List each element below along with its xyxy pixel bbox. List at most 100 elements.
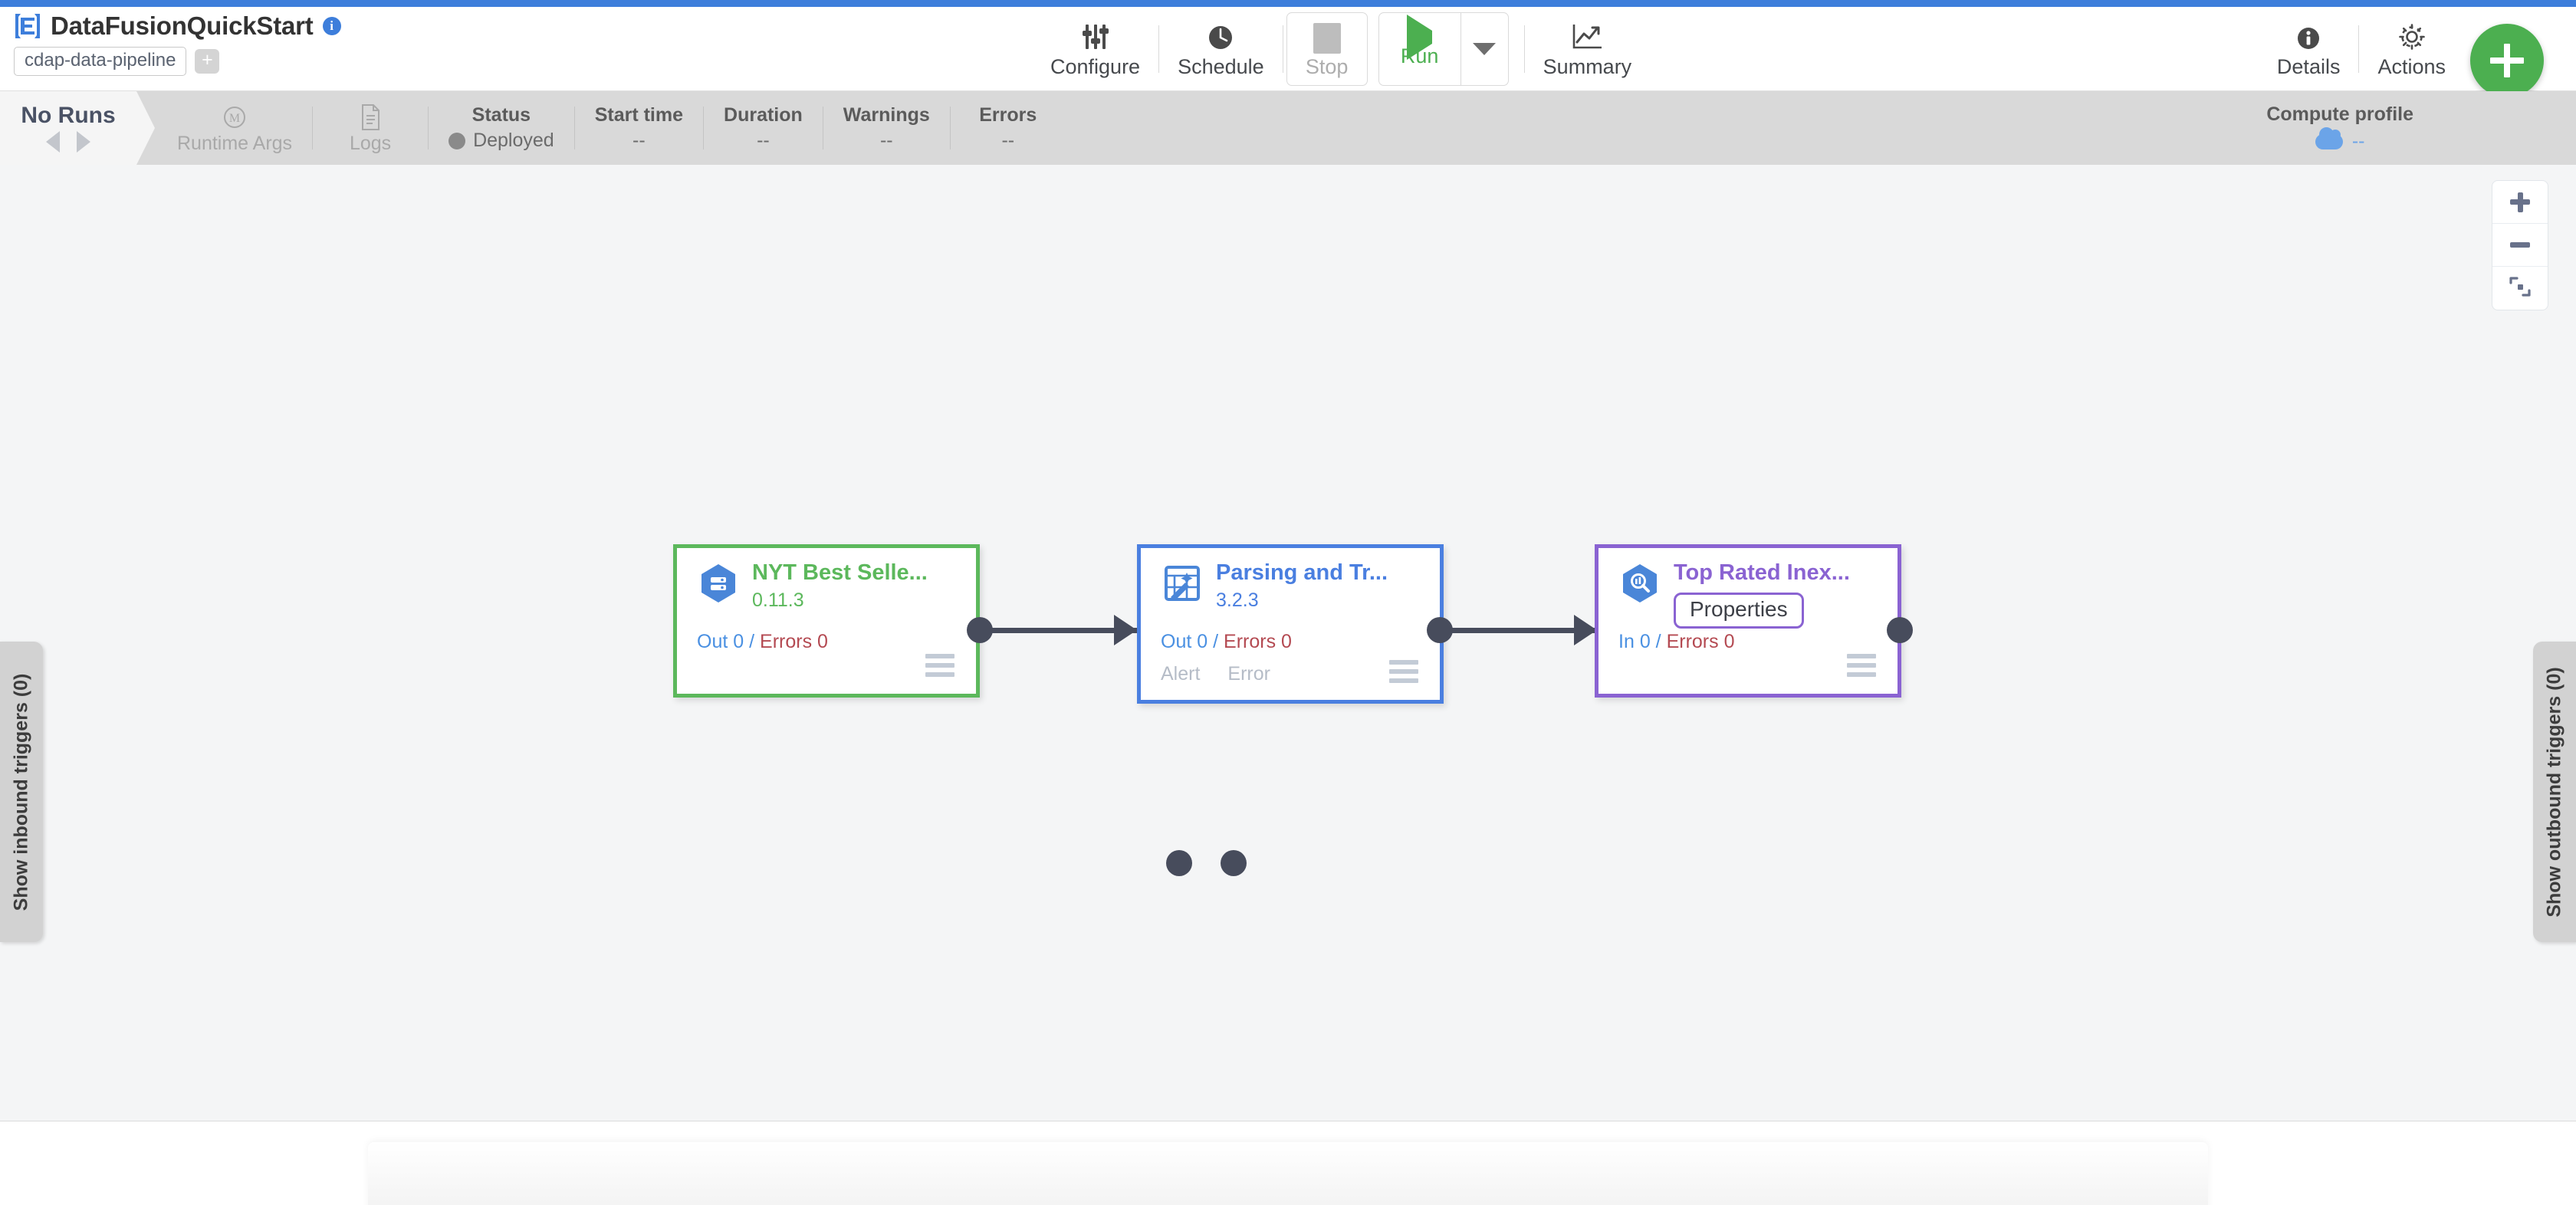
- pipeline-node-sink[interactable]: Top Rated Inex... Properties In 0 / Erro…: [1595, 544, 1901, 698]
- run-button[interactable]: Run: [1379, 13, 1460, 85]
- errors-cell: Errors --: [951, 91, 1066, 165]
- trending-chart-icon: [1569, 18, 1605, 54]
- summary-button[interactable]: Summary: [1528, 9, 1648, 89]
- node-title: NYT Best Selle...: [752, 560, 928, 585]
- compute-profile-cell[interactable]: Compute profile --: [2266, 91, 2413, 165]
- document-icon: [357, 102, 383, 133]
- stop-square-icon: [1313, 18, 1341, 54]
- run-dropdown-button[interactable]: [1460, 13, 1508, 85]
- compute-profile-value: --: [2351, 130, 2365, 152]
- node-alert-port[interactable]: [1166, 850, 1192, 876]
- show-inbound-triggers-tab[interactable]: Show inbound triggers (0): [0, 642, 43, 942]
- node-properties-button[interactable]: Properties: [1674, 593, 1804, 629]
- info-circle-icon[interactable]: i: [322, 17, 341, 35]
- node-record-counts: In 0 / Errors 0: [1618, 631, 1735, 653]
- info-circle-icon: [2293, 18, 2324, 54]
- page-title: DataFusionQuickStart: [51, 11, 314, 40]
- top-accent-bar: [0, 0, 2576, 7]
- top-toolbar: DataFusionQuickStart i cdap-data-pipelin…: [0, 7, 2576, 97]
- errors-value: --: [1001, 130, 1015, 151]
- pipeline-edge: [980, 628, 1137, 633]
- status-badge-dot: [449, 132, 466, 149]
- pipeline-edge: [1440, 628, 1597, 633]
- minus-icon: [2510, 242, 2530, 248]
- status-divider: [703, 107, 705, 149]
- bigquery-source-icon: [697, 562, 740, 605]
- sliders-icon: [1079, 18, 1112, 54]
- compute-profile-label: Compute profile: [2266, 103, 2413, 125]
- caret-right-icon[interactable]: [77, 131, 90, 153]
- toolbar-divider: [1158, 25, 1160, 73]
- add-tag-button[interactable]: +: [195, 48, 220, 74]
- run-button-group: Run: [1378, 12, 1509, 86]
- toolbar-right-actions: Details Actions: [2262, 7, 2461, 91]
- show-outbound-triggers-tab[interactable]: Show outbound triggers (0): [2533, 642, 2576, 942]
- hamburger-menu-icon[interactable]: [1389, 660, 1418, 683]
- count-separator: /: [1655, 631, 1661, 652]
- start-time-value: --: [632, 130, 646, 151]
- node-version: 0.11.3: [752, 589, 804, 612]
- caret-left-icon[interactable]: [46, 131, 60, 153]
- chevron-down-icon: [1473, 43, 1497, 55]
- status-divider: [573, 107, 575, 149]
- pipeline-title-block: DataFusionQuickStart i cdap-data-pipelin…: [14, 8, 341, 76]
- actions-button[interactable]: Actions: [2362, 9, 2461, 89]
- alert-port-label: Alert: [1161, 663, 1201, 685]
- run-status-bar: No Runs M Runtime Args: [0, 91, 2576, 165]
- outbound-triggers-label: Show outbound triggers (0): [2543, 666, 2565, 918]
- runs-box-notch: [136, 91, 155, 165]
- pipeline-canvas[interactable]: Show inbound triggers (0) Show outbound …: [0, 165, 2576, 1121]
- error-port-label: Error: [1227, 663, 1270, 685]
- duration-value: --: [757, 130, 770, 151]
- details-button[interactable]: Details: [2262, 9, 2356, 89]
- duration-label: Duration: [724, 104, 803, 126]
- hamburger-menu-icon[interactable]: [1847, 654, 1876, 677]
- pipeline-node-source[interactable]: NYT Best Selle... 0.11.3 Out 0 / Errors …: [673, 544, 980, 698]
- toolbar-divider: [2358, 25, 2360, 73]
- node-errors-label: Errors: [760, 631, 813, 652]
- schedule-button[interactable]: Schedule: [1162, 9, 1280, 89]
- gear-icon: [2395, 18, 2429, 54]
- logs-label: Logs: [349, 132, 392, 154]
- pipeline-type-tag[interactable]: cdap-data-pipeline: [14, 47, 187, 76]
- status-cells: M Runtime Args Logs Status: [157, 91, 1066, 165]
- node-errors-value: 0: [817, 631, 828, 652]
- hamburger-menu-icon[interactable]: [925, 654, 955, 677]
- zoom-in-button[interactable]: [2492, 181, 2548, 224]
- node-port-labels: Alert Error: [1161, 663, 1270, 685]
- runtime-args-icon: M: [221, 102, 248, 133]
- bottom-floating-panel[interactable]: [368, 1142, 2208, 1205]
- details-label: Details: [2276, 54, 2341, 78]
- node-version: 3.2.3: [1216, 589, 1259, 612]
- pipeline-node-transform[interactable]: Parsing and Tr... 3.2.3 Out 0 / Errors 0…: [1137, 544, 1444, 704]
- errors-label: Errors: [979, 104, 1037, 126]
- node-record-counts: Out 0 / Errors 0: [697, 631, 828, 653]
- stop-button[interactable]: Stop: [1286, 12, 1368, 86]
- canvas-zoom-controls: [2492, 180, 2548, 310]
- add-plugin-fab[interactable]: [2470, 24, 2544, 97]
- node-record-counts: Out 0 / Errors 0: [1161, 631, 1292, 653]
- runtime-args-label: Runtime Args: [177, 132, 293, 154]
- node-error-port[interactable]: [1221, 850, 1247, 876]
- fit-to-screen-button[interactable]: [2492, 267, 2548, 310]
- runs-count-label: No Runs: [21, 102, 116, 128]
- node-in-value: 0: [1639, 631, 1651, 652]
- count-separator: /: [749, 631, 755, 652]
- status-value: Deployed: [473, 130, 554, 151]
- wrangler-transform-icon: [1161, 562, 1204, 605]
- node-errors-label: Errors: [1224, 631, 1276, 652]
- svg-text:M: M: [229, 112, 240, 125]
- configure-button[interactable]: Configure: [1035, 9, 1155, 89]
- runtime-args-button[interactable]: M Runtime Args: [157, 91, 312, 165]
- start-time-label: Start time: [594, 104, 684, 126]
- logs-button[interactable]: Logs: [313, 91, 428, 165]
- node-errors-label: Errors: [1666, 631, 1719, 652]
- zoom-out-button[interactable]: [2492, 224, 2548, 267]
- node-output-port[interactable]: [1887, 617, 1913, 643]
- warnings-value: --: [879, 130, 893, 151]
- warnings-cell: Warnings --: [823, 91, 950, 165]
- pipeline-edge-arrow: [1114, 615, 1137, 645]
- toolbar-center-actions: Configure Schedule Stop: [1035, 7, 1647, 91]
- cloud-icon: [2315, 126, 2343, 149]
